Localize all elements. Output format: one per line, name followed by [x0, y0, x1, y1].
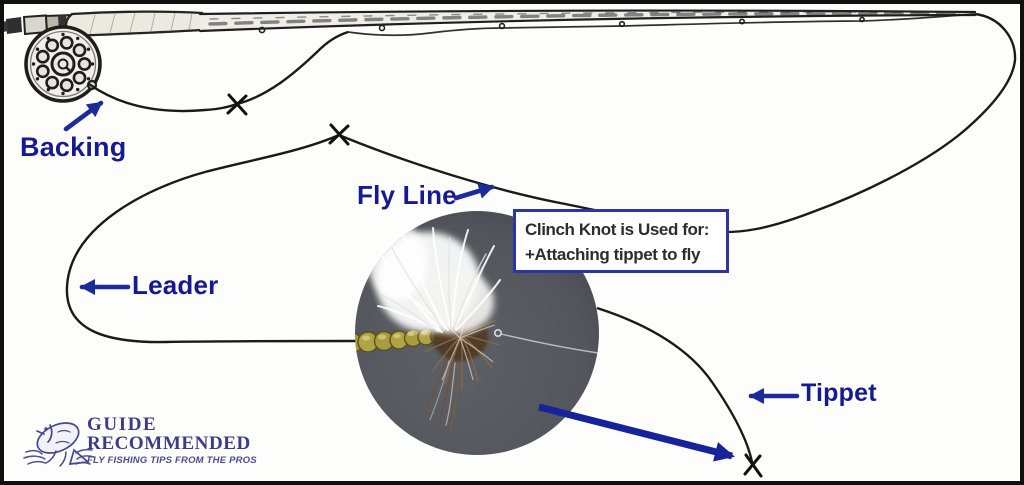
fly-line-arrow — [453, 183, 495, 201]
label-fly-line: Fly Line — [357, 180, 457, 210]
fly-wing — [368, 224, 501, 334]
knot-x-marks — [226, 93, 763, 478]
knot-x-backing-flyline — [226, 93, 248, 116]
photo-tippet-strand — [500, 333, 599, 354]
knot-x-flyline-leader — [328, 123, 350, 146]
callout-line-1: Clinch Knot is Used for: — [525, 220, 710, 239]
logo-line-2: RECOMMENDED — [87, 433, 251, 454]
reel-icon — [24, 25, 102, 103]
tippet-curve — [596, 306, 754, 463]
fly-tail — [423, 359, 459, 433]
pointer-arrows — [63, 100, 800, 404]
backing-arrow — [63, 100, 104, 132]
logo-line-1: GUIDE — [87, 414, 158, 435]
running-line — [347, 13, 975, 37]
backing-line — [88, 30, 349, 113]
fish-logo-icon — [23, 422, 95, 467]
guide-recommended-logo: GUIDE RECOMMENDED FLY FISHING TIPS FROM … — [87, 414, 257, 466]
clinch-knot-callout: Clinch Knot is Used for: +Attaching tipp… — [513, 209, 729, 273]
leader-loop — [65, 133, 357, 344]
label-tippet: Tippet — [801, 379, 877, 407]
logo-tagline: FLY FISHING TIPS FROM THE PROS — [87, 455, 257, 466]
knot-x-tippet-fly — [743, 453, 763, 478]
fly-hook-eye — [493, 328, 502, 337]
fly-knot-pointer-arrow — [538, 403, 735, 462]
label-leader: Leader — [132, 270, 219, 300]
label-backing: Backing — [20, 132, 127, 162]
fly-line-curve — [338, 12, 1017, 234]
callout-line-2: +Attaching tippet to fly — [525, 245, 701, 264]
rod-illustration — [2, 9, 977, 38]
